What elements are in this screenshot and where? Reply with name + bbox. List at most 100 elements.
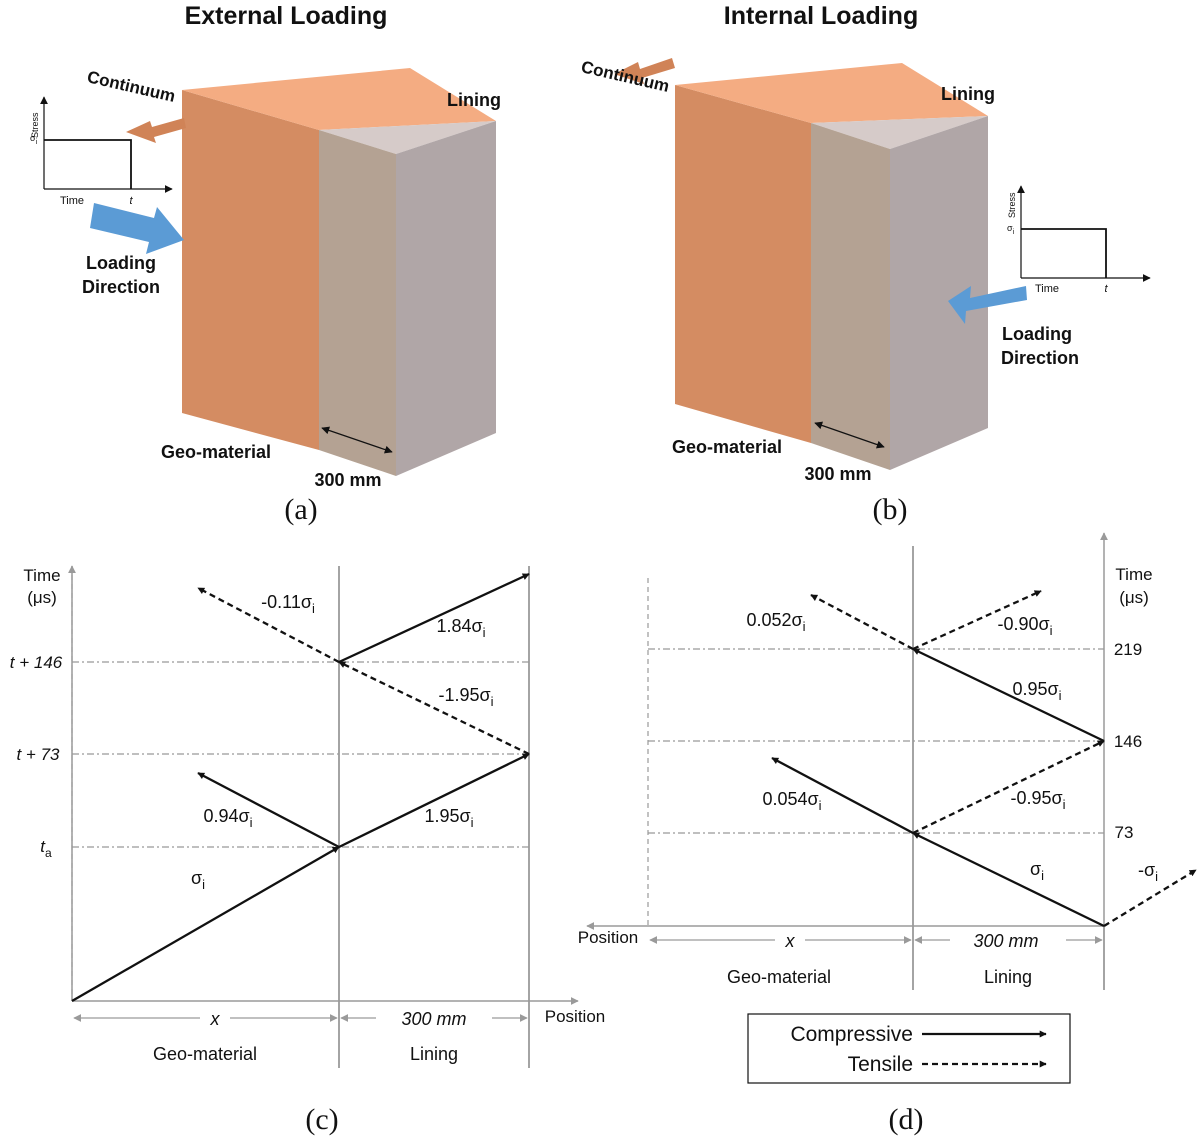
wave-tensile-reflected	[1103, 869, 1197, 927]
inset-amplitude: σi	[1007, 223, 1015, 236]
caption-c: (c)	[305, 1103, 338, 1136]
continuum-arrow	[126, 118, 186, 143]
label-095: 0.95σi	[1012, 679, 1061, 703]
tick-t73: t + 73	[16, 745, 60, 764]
label-incident: σi	[1030, 859, 1044, 883]
loading-label-line1: Loading	[86, 253, 156, 273]
panel-c: σi 0.94σi 1.95σi -1.95σi 1.84σi -0.11σi …	[10, 565, 605, 1136]
time-axis-unit: (μs)	[27, 588, 57, 607]
legend-box	[747, 1013, 1071, 1084]
inset-stress-label: Stress	[1007, 192, 1017, 218]
label-m095: -0.95σi	[1010, 788, 1065, 812]
geo-material-front-face	[675, 85, 811, 443]
panel-a-title: External Loading	[185, 2, 388, 30]
wave-reflected-m195	[338, 660, 530, 756]
thickness-label: 300 mm	[314, 470, 381, 490]
x-label: x	[210, 1009, 221, 1029]
caption-d: (d)	[889, 1103, 924, 1136]
lining-top-face	[811, 116, 988, 149]
lining-width-label: 300 mm	[973, 931, 1038, 951]
thickness-dimension	[814, 421, 885, 449]
inset-stress-label: Stress	[30, 112, 40, 138]
label-incident: σi	[191, 868, 205, 892]
wave-transmitted-054	[771, 756, 914, 835]
loading-direction-arrow-icon	[948, 286, 1027, 324]
inset-time-label: Time	[1035, 283, 1059, 295]
label-054: 0.054σi	[762, 789, 821, 813]
wave-transmitted-052	[810, 593, 914, 651]
caption-a: (a)	[284, 493, 317, 526]
lining-label: Lining	[941, 84, 995, 104]
lining-front-face	[319, 130, 396, 476]
label-m090: -0.90σi	[997, 614, 1052, 638]
stress-time-inset-b: Stress σi Time t	[1007, 185, 1151, 295]
tick-ta: ta	[40, 837, 52, 860]
label-094: 0.94σi	[203, 806, 252, 830]
wave-transmitted-195	[338, 752, 530, 849]
lining-side-face	[890, 116, 988, 470]
label-195: 1.95σi	[424, 806, 473, 830]
tick-219: 219	[1114, 640, 1142, 659]
geo-material-top-face	[675, 63, 988, 123]
thickness-label: 300 mm	[804, 464, 871, 484]
wave-reflected-095	[912, 647, 1105, 743]
lining-side-face	[396, 121, 496, 476]
wave-reflected-m090	[912, 589, 1042, 651]
lining-front-face	[811, 123, 890, 470]
lining-label: Lining	[984, 967, 1032, 987]
time-axis-label: Time	[23, 566, 60, 585]
panel-a: External Loading Continuum Lining Loadin…	[30, 2, 501, 526]
inset-t-label: t	[129, 195, 133, 207]
wave-incident	[912, 831, 1105, 928]
x-label-bg	[200, 1008, 230, 1028]
tick-73: 73	[1115, 823, 1134, 842]
loading-label-line1: Loading	[1002, 324, 1072, 344]
tick-146: 146	[1114, 732, 1142, 751]
inset-time-label: Time	[60, 195, 84, 207]
wave-reflected-m011	[197, 586, 340, 664]
label-m011: -0.11σi	[261, 592, 315, 616]
legend: Compressive Tensile	[747, 1013, 1071, 1084]
geo-material-label: Geo-material	[161, 442, 271, 462]
panel-b-title: Internal Loading	[724, 2, 918, 30]
geo-material-label: Geo-material	[727, 967, 831, 987]
label-m-incident: -σi	[1138, 860, 1158, 884]
wave-reflected-094	[197, 771, 340, 849]
loading-label-line2: Direction	[82, 277, 160, 297]
tick-t146: t + 146	[10, 653, 63, 672]
panel-b-block	[675, 63, 988, 470]
panel-d: σi -σi 0.054σi -0.95σi 0.95σi 0.052σi -0…	[578, 532, 1197, 1136]
panel-a-block	[182, 68, 496, 476]
stress-time-inset-a: Stress σi Time t	[30, 96, 173, 207]
geo-material-top-face	[182, 68, 496, 130]
label-m195: -1.95σi	[438, 685, 493, 709]
continuum-arrow-icon	[614, 58, 675, 84]
geo-material-front-face	[182, 90, 319, 450]
label-184: 1.84σi	[436, 616, 485, 640]
wave-reflected-m095	[912, 739, 1105, 835]
caption-b: (b)	[873, 493, 908, 526]
legend-compressive-label: Compressive	[790, 1023, 913, 1046]
inset-amplitude: σi	[30, 133, 38, 146]
continuum-label: Continuum	[85, 67, 177, 106]
time-axis-label: Time	[1115, 565, 1152, 584]
position-axis-label: Position	[578, 928, 638, 947]
loading-direction-arrow-icon	[90, 203, 184, 254]
geo-material-label: Geo-material	[672, 437, 782, 457]
wave-incident	[71, 846, 340, 1002]
width-label-bg	[950, 930, 1066, 950]
lining-label: Lining	[410, 1044, 458, 1064]
loading-label-line2: Direction	[1001, 348, 1079, 368]
x-label: x	[785, 931, 796, 951]
inset-t-label: t	[1104, 283, 1108, 295]
legend-tensile-label: Tensile	[848, 1053, 913, 1076]
width-label-bg	[376, 1008, 492, 1028]
continuum-arrow-icon	[126, 118, 186, 143]
label-052: 0.052σi	[746, 610, 805, 634]
position-axis-label: Position	[545, 1007, 605, 1026]
lining-width-label: 300 mm	[401, 1009, 466, 1029]
wave-transmitted-184	[338, 572, 530, 664]
thickness-dimension	[321, 426, 393, 454]
lining-label: Lining	[447, 90, 501, 110]
